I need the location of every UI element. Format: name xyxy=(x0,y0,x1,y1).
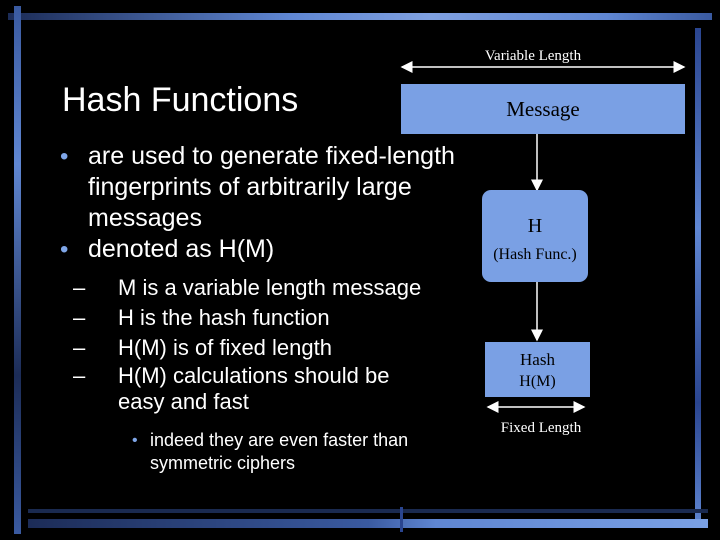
dash-icon: – xyxy=(73,335,86,360)
message-box: Message xyxy=(401,84,685,134)
variable-length-label: Variable Length xyxy=(484,48,582,64)
sub-bullet-item: – H(M) calculations should be easy and f… xyxy=(60,363,418,415)
hash-function-symbol: H xyxy=(527,215,543,237)
frame-bottom-bar-dark xyxy=(28,509,708,513)
fixed-length-label: Fixed Length xyxy=(500,420,582,436)
sub-bullet-item: – M is a variable length message xyxy=(60,273,460,303)
dash-icon: – xyxy=(73,305,86,330)
sub-bullet-item: – H(M) is of fixed length xyxy=(60,333,460,363)
hash-output-box: Hash H(M) xyxy=(485,342,590,397)
frame-top-bar xyxy=(8,13,712,20)
sub-sub-bullet-item: • indeed they are even faster than symme… xyxy=(60,429,450,475)
hash-label: Hash xyxy=(520,350,555,369)
slide-title: Hash Functions xyxy=(62,81,299,119)
bullet-icon: • xyxy=(60,143,69,170)
sub-bullet-item: – H is the hash function xyxy=(60,303,460,333)
frame-right-bar xyxy=(695,28,701,528)
message-label: Message xyxy=(506,97,580,121)
bullet-item: • denoted as H(M) xyxy=(60,234,460,265)
sub-bullet-text: H is the hash function xyxy=(118,305,330,330)
bullet-icon: • xyxy=(132,432,138,449)
bullet-text: are used to generate fixed-length finger… xyxy=(88,142,455,232)
dash-icon: – xyxy=(73,363,86,388)
hash-function-box: H (Hash Func.) xyxy=(482,190,588,282)
hash-function-label: (Hash Func.) xyxy=(493,246,577,263)
sub-bullet-text: M is a variable length message xyxy=(118,275,422,300)
hash-output-label: H(M) xyxy=(519,373,556,390)
frame-bottom-divider xyxy=(400,507,403,532)
dash-icon: – xyxy=(73,275,86,300)
sub-bullet-text: H(M) is of fixed length xyxy=(118,335,332,360)
bullet-item: • are used to generate fixed-length fing… xyxy=(60,141,458,234)
sub-sub-bullet-text: indeed they are even faster than symmetr… xyxy=(150,430,409,473)
frame-bottom-bar xyxy=(28,519,708,528)
bullet-list: • are used to generate fixed-length fing… xyxy=(60,141,460,475)
frame-left-bar xyxy=(14,6,21,534)
bullet-text: denoted as H(M) xyxy=(88,235,275,263)
sub-bullet-text: H(M) calculations should be easy and fas… xyxy=(118,363,390,414)
bullet-icon: • xyxy=(60,236,69,263)
